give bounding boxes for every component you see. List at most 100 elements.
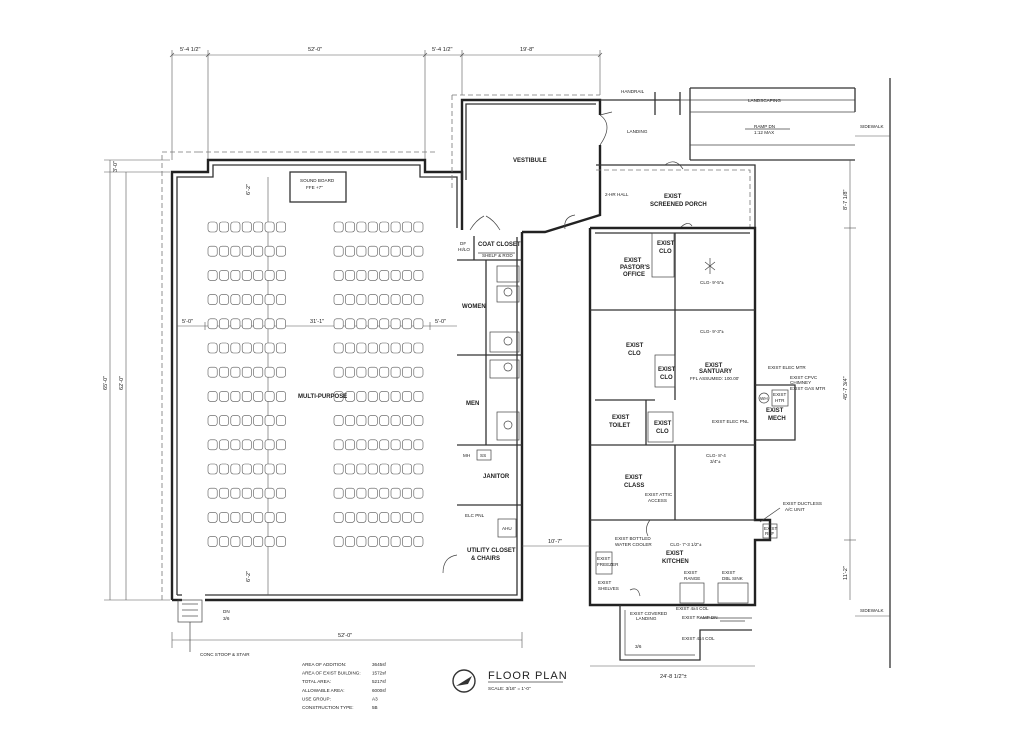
range-label-2: RANGE: [684, 576, 700, 581]
chair-right: [413, 270, 424, 281]
chair-right: [333, 366, 344, 378]
chair-left: [276, 366, 286, 378]
chair-right: [333, 512, 344, 523]
chair-left: [276, 342, 286, 354]
chair-right: [367, 318, 378, 330]
chair-right: [413, 221, 424, 233]
chair-right: [333, 415, 344, 426]
covered-label-2: LANDING: [636, 616, 657, 621]
chair-right: [413, 294, 424, 305]
col-label-1: EXIST 4x4 COL: [676, 606, 709, 611]
chair-right: [333, 342, 344, 354]
handrail-label: HANDRAIL: [621, 89, 645, 94]
clo-b-label-1: EXIST: [626, 343, 644, 349]
ramp-label-1: RAMP DN: [754, 124, 775, 129]
freezer-label-1: EXIST: [597, 556, 610, 561]
clg-label-2: CLG- 9'-3"±: [700, 329, 724, 334]
pastor-label-3: OFFICE: [623, 272, 645, 278]
chair-left: [241, 318, 252, 330]
chair-right: [367, 512, 378, 523]
dim-top-1: 5'-4 1/2": [180, 47, 200, 53]
clo-d-label-2: CLO: [656, 429, 669, 435]
chair-right: [345, 342, 355, 354]
room-janitor: JANITOR: [483, 474, 510, 480]
chair-right: [356, 415, 367, 426]
chair-right: [345, 391, 355, 402]
chair-left: [241, 270, 252, 281]
chair-right: [402, 439, 412, 451]
area-value: 5B: [372, 705, 378, 710]
chair-left: [264, 391, 275, 402]
sound-board: SOUND BOARD FFE +7": [289, 171, 347, 203]
chair-right: [356, 512, 367, 523]
room-utility-1: UTILITY CLOSET: [467, 548, 516, 554]
chair-right: [402, 221, 412, 233]
chair-left: [241, 536, 252, 547]
chair-right: [345, 366, 355, 378]
chair-left: [264, 245, 275, 257]
chair-left: [253, 221, 264, 233]
hilo-label: HI/LO: [458, 247, 470, 252]
chair-left: [264, 294, 275, 305]
room-utility-2: & CHAIRS: [471, 556, 500, 562]
chair-right: [379, 536, 390, 547]
north-arrow-icon: [452, 669, 476, 693]
chair-right: [390, 245, 401, 257]
chair-left: [276, 318, 286, 330]
chair-left: [207, 536, 218, 547]
toilet-label-1: EXIST: [612, 415, 630, 421]
area-value: 3645sf: [372, 662, 387, 667]
class-label-2: CLASS: [624, 483, 644, 489]
chair-right: [413, 342, 424, 354]
chair-left: [276, 439, 286, 451]
hall-label: 2-HR HALL: [605, 192, 629, 197]
stair-ref-label: 3/6: [635, 644, 642, 649]
chair-left: [219, 512, 229, 523]
chair-right: [402, 415, 412, 426]
chair-left: [253, 487, 264, 499]
chair-right: [345, 245, 355, 257]
chair-right: [390, 487, 401, 499]
range-label-1: EXIST: [684, 570, 697, 575]
chair-left: [219, 294, 229, 305]
chair-left: [207, 294, 218, 305]
dim-left-outer: 65'-0": [103, 376, 109, 390]
area-value: 5217sf: [372, 679, 387, 684]
ahu-label: AHU: [502, 526, 512, 531]
chair-right: [345, 439, 355, 451]
area-label: USE GROUP:: [302, 696, 331, 701]
chair-left: [276, 415, 286, 426]
north-arrow-pointer-icon: [456, 676, 472, 686]
chair-right: [379, 463, 390, 475]
chair-right: [413, 512, 424, 523]
chair-left: [264, 536, 275, 547]
clo-c-label-1: EXIST: [658, 367, 676, 373]
chair-left: [207, 221, 218, 233]
chair-left: [253, 270, 264, 281]
chair-left: [219, 391, 229, 402]
col-label-2: EXIST 4x4 COL: [682, 636, 715, 641]
title-block: FLOOR PLAN SCALE: 3/16" = 1'-0": [452, 669, 567, 693]
chair-right: [379, 221, 390, 233]
chair-left: [241, 439, 252, 451]
chair-right: [333, 221, 344, 233]
chair-right: [356, 245, 367, 257]
chair-right: [345, 415, 355, 426]
chair-right: [356, 270, 367, 281]
chair-left: [241, 391, 252, 402]
chair-left: [230, 270, 241, 281]
chair-left: [207, 245, 218, 257]
chair-right: [402, 391, 412, 402]
chair-left: [241, 512, 252, 523]
chair-right: [390, 221, 401, 233]
room-men: MEN: [466, 401, 479, 407]
bottom-dimensions: 52'-0" 24'-8 1/2"± DN 3/6 CONC STOOP & S…: [171, 599, 755, 680]
chair-left: [230, 463, 241, 475]
chair-right: [402, 366, 412, 378]
dim-top-4: 19'-8": [520, 47, 534, 53]
sink-label-2: DBL SINK: [722, 576, 744, 581]
chair-left: [207, 439, 218, 451]
chair-right: [356, 463, 367, 475]
chair-right: [367, 366, 378, 378]
freezer-label-2: FREEZER: [597, 562, 619, 567]
